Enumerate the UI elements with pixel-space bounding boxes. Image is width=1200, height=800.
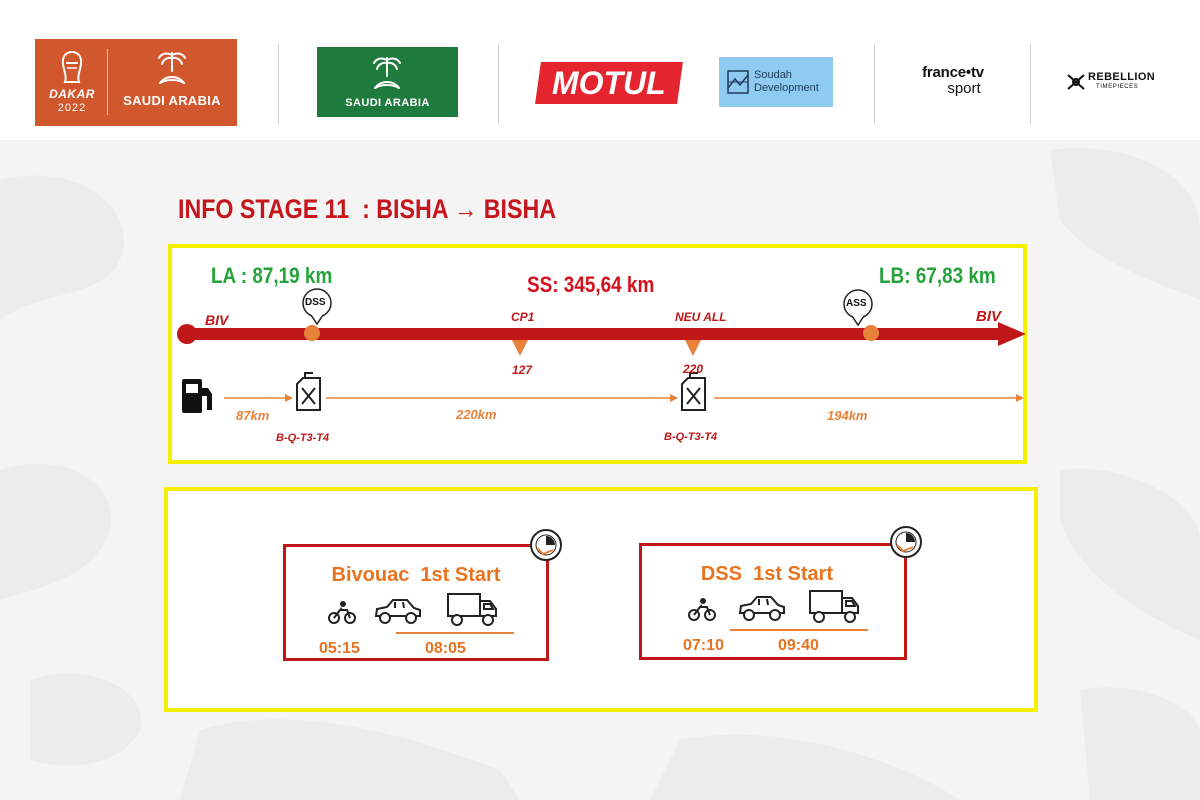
rebellion-logo: REBELLION TIMEPIECES [1066,70,1176,94]
neutralisation-km: 220 [683,362,704,376]
car-truck-start-time: 08:05 [425,640,466,657]
dakar-wordmark: DAKAR [49,87,95,101]
refuel-arrow-head [285,394,293,402]
sponsor-header: DAKAR 2022 SAUDI ARABIA SAUDI ARABIA [0,0,1200,140]
soudah-line-1: Soudah [754,69,792,81]
dakar-country: SAUDI ARABIA [123,93,221,108]
refuel-arrow-head [1016,394,1024,402]
soudah-mark-icon [727,70,749,94]
logo-divider [1030,44,1031,124]
panel-divider [396,632,514,634]
route-start-dot [177,324,197,344]
clock-icon [890,526,922,558]
start-bivouac-label: BIV [205,312,229,328]
dss-start-panel: DSS 1st Start 07:10 09:40 [639,543,907,660]
logo-divider [874,44,875,124]
jerrycan-icon [681,372,706,411]
bivouac-start-panel: Bivouac 1st Start 05:15 08:05 [283,544,549,661]
jerrycan-icon [296,372,321,411]
route-line [186,328,1001,340]
moto-start-time: 07:10 [683,637,724,654]
rebellion-wordmark: REBELLION [1088,71,1156,83]
refuel-point-1-label: B-Q-T3-T4 [276,432,330,444]
motorbike-icon [328,601,356,624]
dakar-year: 2022 [57,102,87,114]
palm-swords-icon [373,57,401,89]
logo-separator [107,49,108,115]
motorbike-icon [688,598,716,621]
refuel-segment-1: 87km [236,408,270,423]
fuel-pump-icon [182,379,212,413]
cp1-label: CP1 [511,310,535,324]
panel-divider [730,629,868,631]
panel-title: Bivouac 1st Start [331,564,501,586]
rebellion-subtitle: TIMEPIECES [1096,84,1139,90]
sport-wordmark: sport [947,80,981,97]
route-info-box [168,244,1027,464]
stage-title: INFO STAGE 11 : BISHA → BISHA [178,194,557,224]
touareg-icon [61,50,83,83]
cp1-marker-icon [512,340,528,356]
refuel-segment-2: 220km [456,407,497,422]
clock-icon [530,529,562,561]
truck-icon [809,590,859,623]
logo-divider [278,44,279,124]
liaison-start-distance: LA : 87,19 km [211,263,333,288]
saudi-arabia-wordmark: SAUDI ARABIA [345,97,430,109]
truck-icon [447,593,497,626]
dss-pin-label: DSS [305,297,326,308]
soudah-logo: Soudah Development [719,57,833,107]
dss-pin-icon [302,288,332,341]
palm-swords-icon [158,52,186,84]
rebellion-mark-icon [1067,74,1085,90]
neutralisation-label: NEU ALL [675,310,727,324]
france-tv-wordmark: france•tv [922,64,984,81]
panel-title: DSS 1st Start [700,563,834,585]
special-stage-distance: SS: 345,64 km [527,272,655,297]
route-arrow-head [998,322,1026,346]
car-truck-start-time: 09:40 [778,637,819,654]
car-icon [374,599,421,624]
ass-pin-icon [843,289,879,341]
cp1-km: 127 [512,363,533,377]
neutralisation-marker-icon [685,340,701,356]
ass-pin-label: ASS [846,298,867,309]
soudah-line-2: Development [754,82,819,94]
dakar-logo: DAKAR 2022 SAUDI ARABIA [35,39,237,126]
logo-divider [498,44,499,124]
end-bivouac-label: BIV [976,308,1002,325]
france-tv-sport-logo: france•tv sport [905,64,1001,100]
car-icon [738,596,785,621]
liaison-end-distance: LB: 67,83 km [879,263,996,288]
saudi-arabia-logo: SAUDI ARABIA [317,47,458,117]
refuel-segment-3: 194km [827,408,868,423]
moto-start-time: 05:15 [319,640,360,657]
refuel-arrow-head [670,394,678,402]
refuel-point-2-label: B-Q-T3-T4 [664,431,718,443]
